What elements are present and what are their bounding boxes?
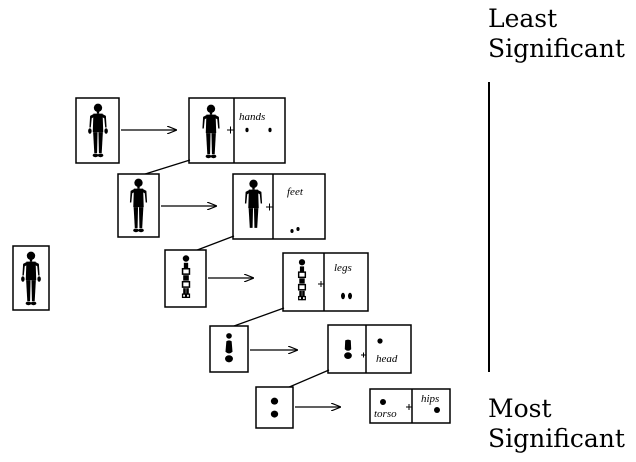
level-3-right-box — [282, 252, 369, 312]
least-label-line-1: Least — [488, 4, 558, 33]
most-label-line-1: Most — [488, 394, 552, 423]
level-1-row: hands — [75, 97, 286, 176]
level-3-row: legs — [164, 249, 369, 327]
foot-dot-right — [296, 227, 300, 231]
hips-dot — [434, 407, 440, 413]
leg-dot-right — [348, 292, 352, 300]
level-5-row: torso hips — [255, 386, 451, 429]
torso-dot — [380, 399, 386, 405]
part-label-feet: feet — [287, 186, 304, 198]
leg-dot-left — [341, 292, 345, 300]
level-5-right-box — [369, 388, 451, 424]
level-4-connector — [286, 369, 330, 389]
foot-dot-left — [290, 229, 294, 233]
part-label-legs: legs — [334, 262, 352, 274]
least-label-line-2: Significant — [488, 34, 625, 63]
most-label-line-2: Significant — [488, 424, 625, 453]
part-label-hands: hands — [239, 111, 265, 123]
head-dot — [377, 338, 383, 344]
least-significant-label: Least Significant — [488, 4, 625, 64]
level-2-row: feet — [117, 173, 326, 253]
level-1-connector — [141, 159, 191, 176]
level-4-right-box — [327, 324, 412, 374]
part-label-torso: torso — [374, 408, 397, 420]
level-5-left-box — [255, 386, 294, 429]
most-significant-label: Most Significant — [488, 394, 625, 454]
part-label-head: head — [376, 353, 398, 365]
level-3-connector — [233, 307, 285, 327]
part-label-hips: hips — [421, 393, 439, 405]
hand-dot-left — [245, 127, 249, 133]
hand-dot-right — [268, 127, 272, 133]
level-2-right-box — [232, 173, 326, 240]
torso-only-figure — [344, 339, 352, 359]
level-4-row: head — [209, 324, 412, 389]
standalone-figure — [12, 245, 50, 311]
